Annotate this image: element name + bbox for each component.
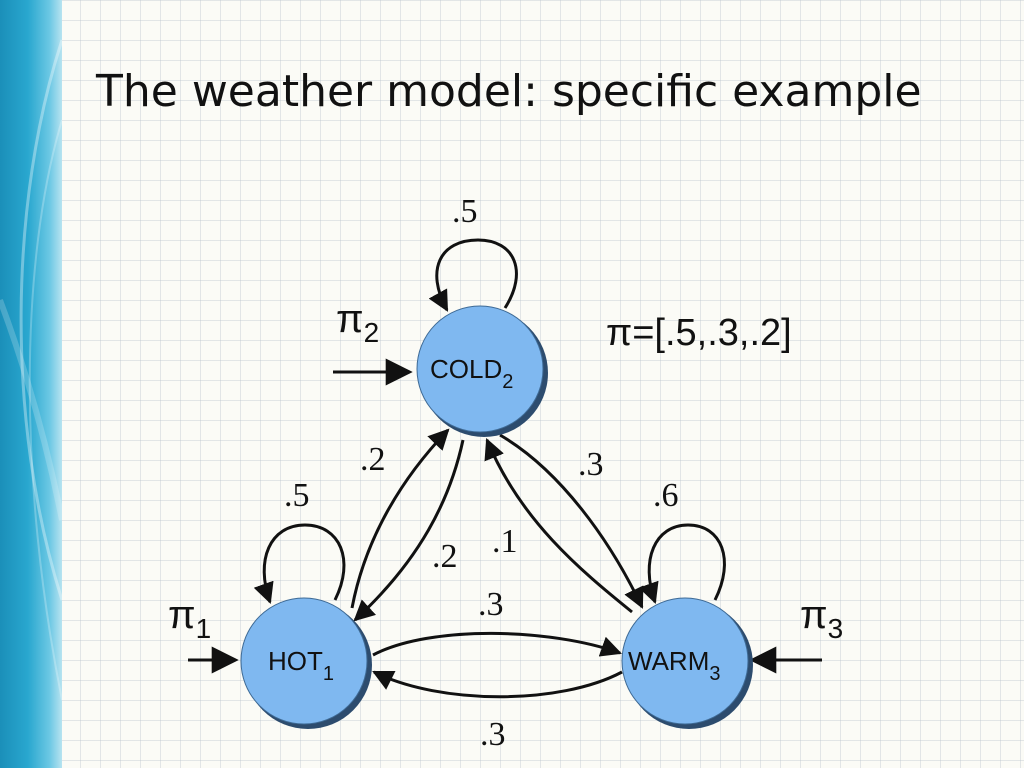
self-loop-hot [253,523,346,604]
prob-hot-warm: .3 [478,586,504,623]
edge-cold-to-warm [499,433,644,609]
prob-cold-hot: .2 [432,538,458,575]
self-loop-cold [428,238,518,312]
prob-hot-hot: .5 [284,477,310,514]
prob-cold-cold: .5 [452,193,478,230]
state-node-warm: WARM3 [621,597,753,729]
state-label-hot: HOT1 [268,646,334,685]
edge-warm-to-cold [484,438,633,614]
prob-warm-warm: .6 [653,477,679,514]
state-label-warm: WARM3 [628,646,720,685]
prob-cold-warm: .3 [578,446,604,483]
prob-warm-hot: .3 [480,716,506,753]
edge-cold-to-hot [353,439,465,622]
sidebar-swirl-graphic [0,39,62,701]
state-node-cold: COLD2 [416,305,548,437]
initial-prob-hot: π1 [168,593,211,644]
prob-hot-cold: .2 [360,441,386,478]
initial-prob-warm: π3 [800,593,843,644]
slide-title: The weather model: specific example [96,66,922,117]
edge-hot-to-cold [350,428,450,609]
prob-warm-cold: .1 [492,523,518,560]
state-label-cold: COLD2 [430,354,513,393]
initial-prob-cold: π2 [336,297,379,348]
edge-warm-to-hot [372,670,623,699]
edge-hot-to-warm [372,631,622,657]
slide-sidebar-decoration [0,0,62,768]
initial-distribution-vector: π=[.5,.3,.2] [606,312,792,354]
self-loop-warm [638,523,726,604]
state-node-hot: HOT1 [240,597,372,729]
